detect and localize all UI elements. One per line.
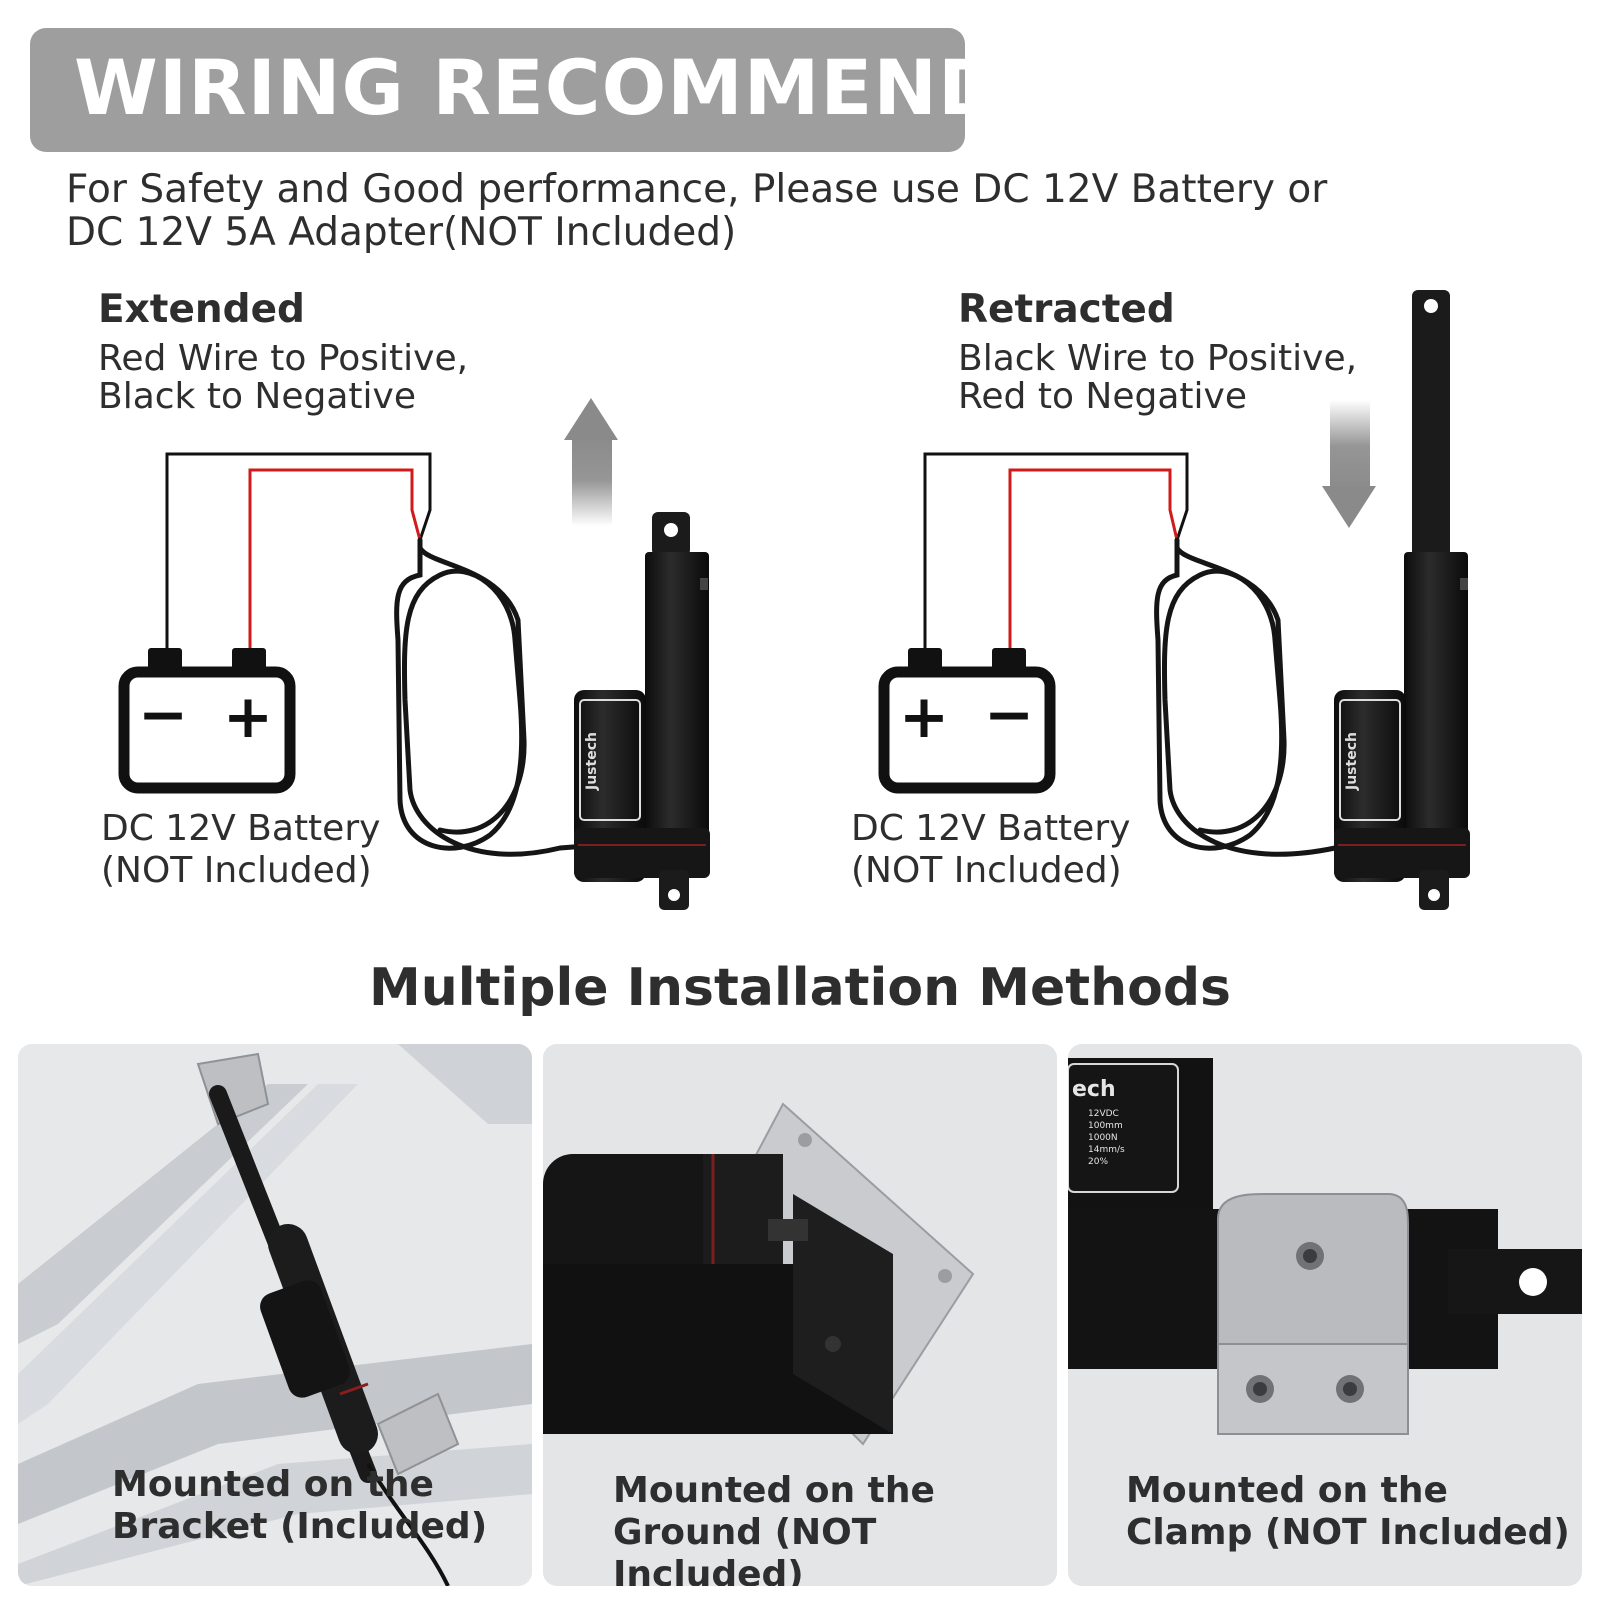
bracket-photo-illustration <box>18 1044 532 1586</box>
extended-terminal-plus: + <box>223 682 273 752</box>
clamp-label-brand: ech <box>1072 1077 1116 1102</box>
clamp-label-line-5: 20% <box>1088 1157 1108 1167</box>
extended-battery-icon: − + <box>118 648 296 794</box>
subtitle-line-1: For Safety and Good performance, Please … <box>66 167 1328 212</box>
extended-actuator-brand: Justech <box>584 732 600 791</box>
install-panel-bracket: Mounted on the Bracket (Included) <box>18 1044 532 1586</box>
clamp-label-line-3: 1000N <box>1088 1133 1118 1143</box>
ground-caption-line-1: Mounted on the <box>613 1470 935 1511</box>
retracted-battery-line-2: (NOT Included) <box>851 850 1122 891</box>
retracted-line-1: Black Wire to Positive, <box>958 338 1358 379</box>
retracted-cable <box>1154 537 1373 857</box>
retracted-terminal-plus: + <box>899 682 949 752</box>
installation-title: Multiple Installation Methods <box>368 958 1231 1018</box>
clamp-photo-illustration: ech 12VDC 100mm 1000N 14mm/s 20% <box>1068 1044 1582 1586</box>
subtitle: For Safety and Good performance, Please … <box>66 168 1466 254</box>
retracted-battery-caption: DC 12V Battery (NOT Included) <box>851 808 1130 892</box>
retracted-diagram: + − Justech <box>878 290 1470 910</box>
extended-battery-caption: DC 12V Battery (NOT Included) <box>101 808 380 892</box>
extended-up-arrow-icon <box>564 398 618 526</box>
retracted-black-wire <box>923 452 1189 652</box>
extended-diagram: − + Justech <box>118 398 710 910</box>
retracted-red-wire <box>1008 468 1179 652</box>
retracted-battery-icon: + − <box>878 648 1056 794</box>
ground-caption-line-2: Ground (NOT Included) <box>613 1512 877 1586</box>
bracket-caption-line-1: Mounted on the <box>112 1464 434 1505</box>
retracted-title: Retracted <box>958 287 1175 332</box>
extended-battery-line-2: (NOT Included) <box>101 850 372 891</box>
subtitle-line-2: DC 12V 5A Adapter(NOT Included) <box>66 210 737 255</box>
ground-caption: Mounted on the Ground (NOT Included) <box>613 1470 1057 1586</box>
extended-actuator: Justech <box>574 512 710 910</box>
extended-red-wire <box>248 468 422 652</box>
extended-black-wire <box>165 452 432 652</box>
retracted-terminal-minus: − <box>984 680 1034 750</box>
extended-terminal-minus: − <box>138 680 188 750</box>
retracted-actuator-brand: Justech <box>1344 732 1360 791</box>
bracket-caption: Mounted on the Bracket (Included) <box>112 1464 487 1548</box>
extended-line-2: Black to Negative <box>98 376 416 417</box>
ground-photo-illustration <box>543 1044 1057 1586</box>
clamp-label-line-4: 14mm/s <box>1088 1145 1125 1155</box>
retracted-line-2: Red to Negative <box>958 376 1247 417</box>
clamp-caption: Mounted on the Clamp (NOT Included) <box>1126 1470 1570 1554</box>
clamp-label-line-1: 12VDC <box>1088 1109 1119 1119</box>
extended-cable <box>394 537 603 857</box>
clamp-caption-line-2: Clamp (NOT Included) <box>1126 1512 1570 1553</box>
extended-description: Red Wire to Positive, Black to Negative <box>98 340 468 416</box>
header-banner: WIRING RECOMMEND <box>30 28 1001 152</box>
retracted-battery-line-1: DC 12V Battery <box>851 808 1131 849</box>
clamp-label-line-2: 100mm <box>1088 1121 1123 1131</box>
bracket-caption-line-2: Bracket (Included) <box>112 1506 488 1547</box>
extended-line-1: Red Wire to Positive, <box>98 338 469 379</box>
install-panel-ground: Mounted on the Ground (NOT Included) <box>543 1044 1057 1586</box>
retracted-actuator: Justech <box>1334 290 1470 910</box>
install-panel-clamp: ech 12VDC 100mm 1000N 14mm/s 20% Mounted… <box>1068 1044 1582 1586</box>
retracted-down-arrow-icon <box>1322 400 1376 528</box>
extended-title: Extended <box>98 287 305 332</box>
wiring-diagrams: − + Justech <box>118 290 1470 910</box>
retracted-description: Black Wire to Positive, Red to Negative <box>958 340 1357 416</box>
extended-battery-line-1: DC 12V Battery <box>101 808 381 849</box>
page-title: WIRING RECOMMEND <box>74 43 1003 132</box>
clamp-caption-line-1: Mounted on the <box>1126 1470 1448 1511</box>
